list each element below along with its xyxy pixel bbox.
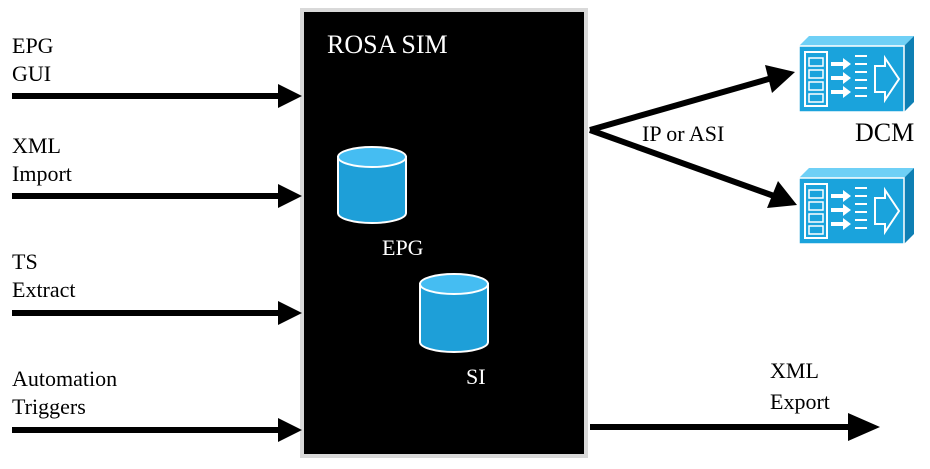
database-cylinder-icon: [419, 273, 489, 353]
input-label-ts: TS: [12, 249, 38, 274]
input-label-epg: EPG: [12, 33, 54, 58]
dcm-device-icon: [798, 36, 914, 113]
output-arrow-ip-asi-upper: [589, 65, 795, 133]
input-arrow-ts-extract: [12, 301, 302, 325]
input-label-gui: GUI: [12, 61, 52, 86]
output-arrow-ip-asi-lower: [588, 127, 797, 208]
device-label-dcm: DCM: [855, 118, 915, 147]
input-label-extract: Extract: [12, 277, 76, 302]
input-arrow-automation-triggers: [12, 418, 302, 442]
input-label-automation: Automation: [12, 366, 118, 391]
export-label-xml: XML: [770, 358, 819, 383]
export-label-export: Export: [770, 389, 830, 414]
rosa-sim-box: [300, 8, 588, 458]
db-label-si: SI: [466, 364, 486, 389]
input-label-xml: XML: [12, 133, 61, 158]
input-arrow-xml-import: [12, 184, 302, 208]
input-label-triggers: Triggers: [12, 394, 86, 419]
input-label-import: Import: [12, 161, 72, 186]
dcm-device-icon: [798, 168, 914, 245]
input-arrow-epg-gui: [12, 84, 302, 108]
output-arrow-xml-export: [590, 413, 880, 441]
db-label-epg: EPG: [382, 235, 424, 260]
link-label-ip-asi: IP or ASI: [642, 121, 725, 146]
database-cylinder-icon: [337, 146, 407, 224]
sim-title: ROSA SIM: [327, 30, 448, 59]
